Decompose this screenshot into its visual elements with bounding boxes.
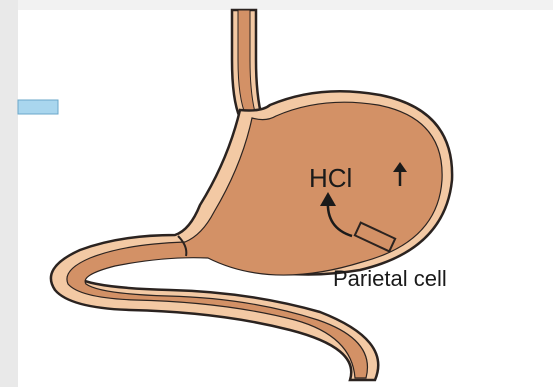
parietal-cell-label: Parietal cell [333,266,447,292]
hcl-label: HCl [309,163,352,194]
increase-arrow-icon [392,162,408,188]
blue-marker [18,100,58,114]
